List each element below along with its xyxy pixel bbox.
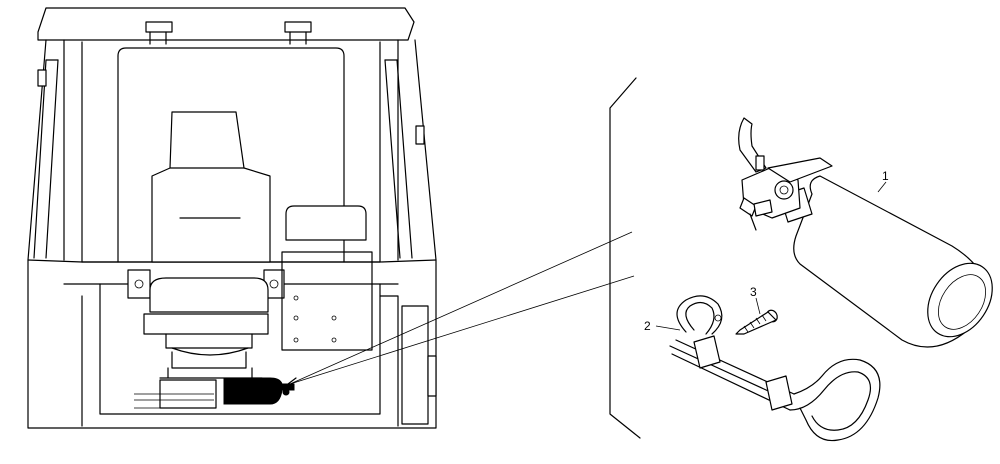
pressure-gauge [774,180,794,200]
callout-number-3: 3 [750,285,757,299]
bracket-lower-loop [793,358,881,442]
control-console [285,205,367,241]
bracket-clip-lower [765,375,793,411]
callout-1: 1 [877,169,889,193]
detail-leader-lines [289,231,635,385]
seat-cushion [149,277,269,313]
callout-number-2: 2 [644,319,651,333]
roof-bracket-left [145,21,173,33]
roof-bracket-right [284,21,312,33]
detail-border [609,77,641,439]
cab-frame [27,39,437,429]
extinguisher-location-marker [223,377,295,405]
bracket-upper-loop [676,295,723,335]
callout-2: 2 [644,319,681,333]
side-panel [401,305,429,425]
callout-3: 3 [750,285,761,315]
callout-number-1: 1 [882,169,889,183]
seat-backrest [151,111,271,263]
mounting-screw [735,309,778,335]
cab-roof [37,7,415,41]
fire-extinguisher [738,117,993,348]
bracket-clip-upper [693,335,721,369]
mounting-bracket [669,295,881,442]
cab-overview [27,7,437,429]
